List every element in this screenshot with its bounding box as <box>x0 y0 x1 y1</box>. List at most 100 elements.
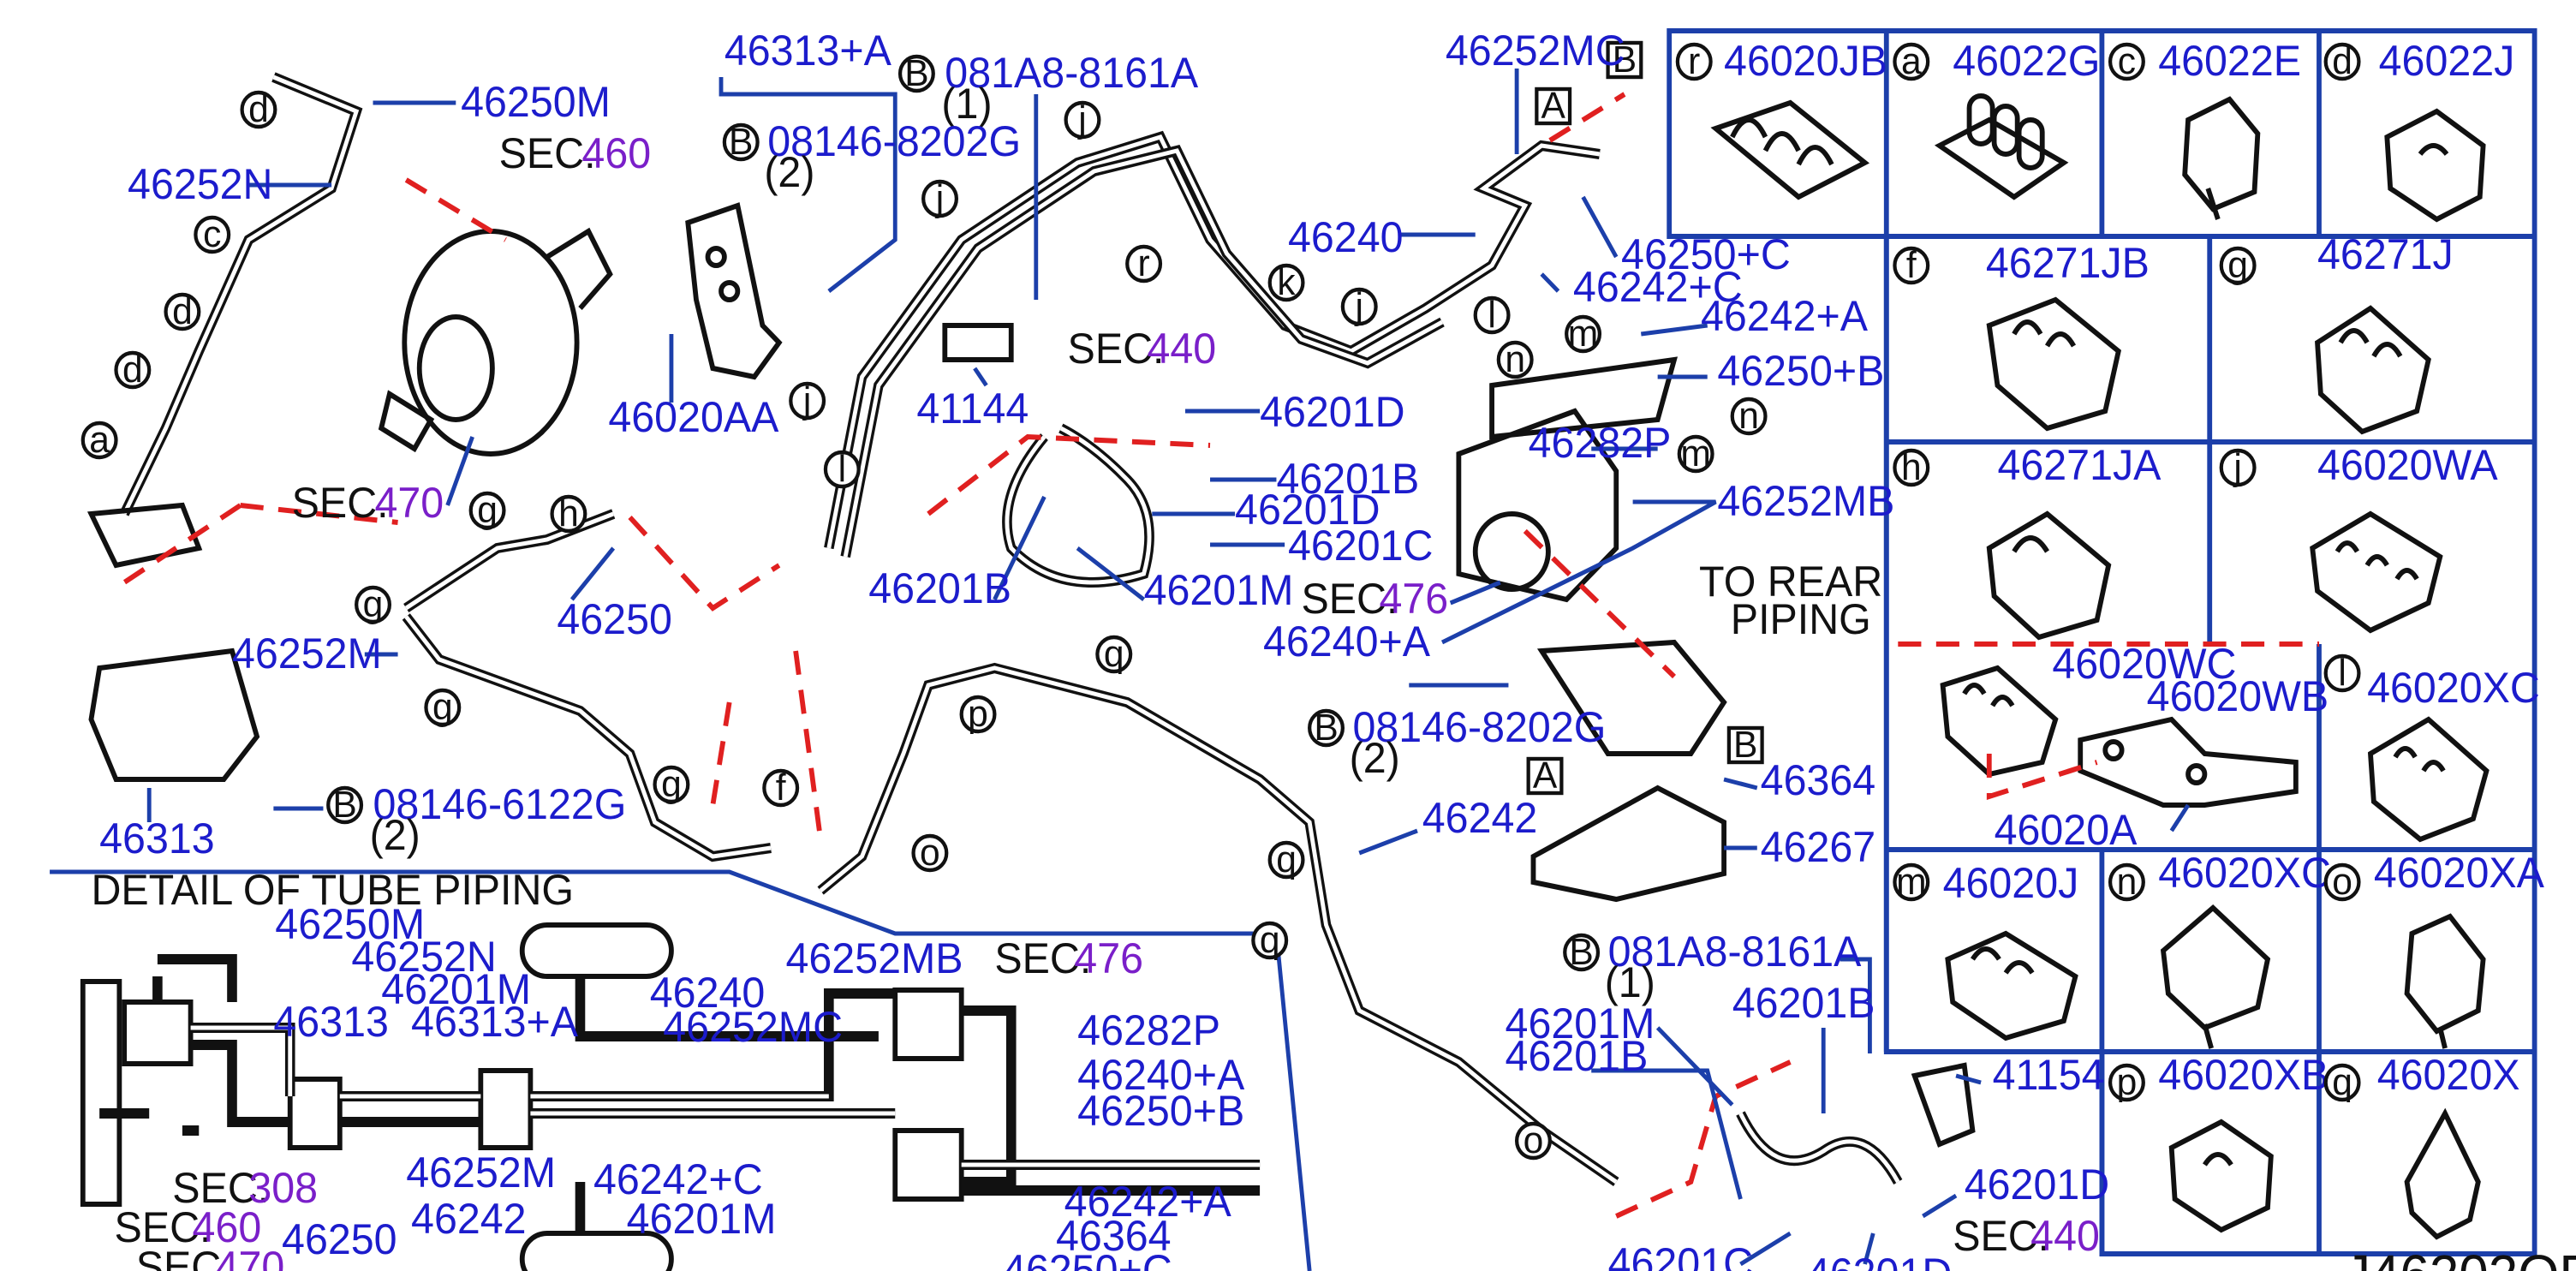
svg-text:p: p <box>968 694 988 736</box>
svg-text:41154: 41154 <box>1993 1051 2105 1099</box>
svg-text:46252MB: 46252MB <box>1717 477 1894 525</box>
svg-text:46282P: 46282P <box>1077 1006 1220 1054</box>
svg-text:46240+A: 46240+A <box>1263 618 1430 665</box>
svg-text:46201M: 46201M <box>1506 999 1655 1047</box>
svg-text:c: c <box>2118 41 2136 83</box>
svg-text:41144: 41144 <box>916 385 1029 433</box>
svg-text:d: d <box>122 349 143 391</box>
clip-part: 46020JB <box>1724 37 1887 85</box>
svg-text:n: n <box>2117 862 2138 904</box>
svg-text:46020WB: 46020WB <box>2147 672 2329 720</box>
svg-text:g: g <box>2227 245 2248 287</box>
svg-text:p: p <box>2117 1062 2138 1104</box>
svg-text:46020AA: 46020AA <box>608 393 778 441</box>
clip-sketch <box>2315 305 2431 435</box>
clip-cell-r: r 46020JB <box>1675 37 1887 200</box>
svg-text:j: j <box>802 380 811 422</box>
svg-text:B: B <box>1613 39 1637 81</box>
svg-text:08146-6122G: 08146-6122G <box>373 780 627 828</box>
svg-text:46020XA: 46020XA <box>2374 849 2544 897</box>
tube-run-center <box>817 662 1619 1186</box>
svg-text:l: l <box>838 449 846 491</box>
svg-text:(1): (1) <box>941 80 992 128</box>
svg-text:440: 440 <box>1147 325 1216 373</box>
clip-cell-q: q 46020X <box>2323 1051 2520 1240</box>
svg-text:46201B: 46201B <box>1276 455 1419 503</box>
svg-text:46313+A: 46313+A <box>411 998 578 1046</box>
svg-text:(2): (2) <box>764 148 814 196</box>
svg-text:SEC.: SEC. <box>994 934 1091 982</box>
clip-sketch <box>2182 96 2261 220</box>
svg-text:46364: 46364 <box>1761 756 1876 804</box>
clip-sketch <box>2384 108 2486 223</box>
svg-text:46271J: 46271J <box>2317 230 2454 278</box>
svg-text:46313: 46313 <box>273 998 389 1046</box>
tube-bundle-upper <box>824 130 1601 558</box>
svg-text:46201D: 46201D <box>1965 1161 2109 1208</box>
clip-sketch <box>2404 1107 2481 1240</box>
svg-text:SEC.: SEC. <box>1068 325 1165 373</box>
svg-text:081A8-8161A: 081A8-8161A <box>945 49 1198 97</box>
hose-assembly-lower <box>1736 1062 1976 1185</box>
svg-text:46364: 46364 <box>1056 1212 1172 1260</box>
clip-sketch <box>1986 510 2112 641</box>
abs-actuator <box>1456 356 1679 603</box>
tube-piping-detail <box>50 869 1312 1271</box>
svg-text:46252MC: 46252MC <box>1446 27 1625 75</box>
svg-text:n: n <box>1738 396 1759 438</box>
svg-text:46250: 46250 <box>557 595 672 643</box>
svg-text:46020X: 46020X <box>2377 1051 2520 1099</box>
svg-text:46020XC: 46020XC <box>2367 664 2540 712</box>
svg-text:h: h <box>558 493 579 535</box>
svg-text:f: f <box>776 767 787 809</box>
svg-text:46022J: 46022J <box>2379 37 2515 85</box>
clip-cell-p: p 46020XB <box>2108 1051 2329 1233</box>
svg-text:B: B <box>1569 932 1593 974</box>
svg-text:46313+A: 46313+A <box>724 27 891 75</box>
svg-text:46252MB: 46252MB <box>785 934 963 982</box>
bracket-46313 <box>86 502 260 782</box>
svg-text:46282P: 46282P <box>1529 419 1672 467</box>
svg-text:46201B: 46201B <box>1506 1032 1649 1080</box>
svg-text:46252N: 46252N <box>128 160 272 208</box>
svg-text:470: 470 <box>216 1243 285 1271</box>
svg-text:46252N: 46252N <box>351 933 496 981</box>
svg-text:46250+B: 46250+B <box>1717 347 1884 395</box>
svg-text:46201M: 46201M <box>627 1195 777 1243</box>
clip-cell-i: l 46020XC <box>2323 653 2540 843</box>
rear-junction <box>1530 639 1727 903</box>
svg-text:c: c <box>203 214 221 256</box>
svg-text:B: B <box>904 53 928 95</box>
svg-text:k: k <box>1277 262 1296 304</box>
svg-text:m: m <box>1568 313 1598 355</box>
svg-text:SEC.: SEC. <box>1953 1212 2049 1260</box>
svg-text:46201M: 46201M <box>1144 566 1294 614</box>
clip-sketch <box>1940 665 2059 778</box>
svg-text:m: m <box>1896 862 1926 904</box>
svg-text:46240: 46240 <box>1288 213 1404 261</box>
svg-text:l: l <box>1488 295 1495 337</box>
svg-text:PIPING: PIPING <box>1731 595 1871 643</box>
svg-text:476: 476 <box>1074 934 1143 982</box>
svg-text:j: j <box>1076 99 1086 141</box>
svg-text:308: 308 <box>248 1164 318 1212</box>
clip-sketch <box>2367 716 2490 843</box>
svg-text:g: g <box>477 490 498 532</box>
svg-text:SEC.: SEC. <box>115 1203 212 1251</box>
svg-text:r: r <box>1138 243 1150 285</box>
svg-text:46313: 46313 <box>99 815 215 862</box>
clip-cell-m: m 46020J <box>1893 859 2078 1041</box>
svg-text:o: o <box>920 832 940 874</box>
svg-text:TO REAR: TO REAR <box>1699 558 1882 606</box>
svg-text:46271JB: 46271JB <box>1986 239 2150 287</box>
clip-sketch <box>1945 930 2078 1041</box>
svg-text:46201B: 46201B <box>1732 979 1875 1027</box>
svg-text:SEC.: SEC. <box>136 1243 233 1271</box>
svg-text:m: m <box>1680 433 1710 475</box>
svg-text:j: j <box>934 178 944 220</box>
svg-text:46020XC: 46020XC <box>2158 849 2331 897</box>
svg-text:B: B <box>332 785 356 826</box>
svg-text:46250+C: 46250+C <box>1621 230 1791 278</box>
svg-text:j: j <box>2232 447 2241 489</box>
